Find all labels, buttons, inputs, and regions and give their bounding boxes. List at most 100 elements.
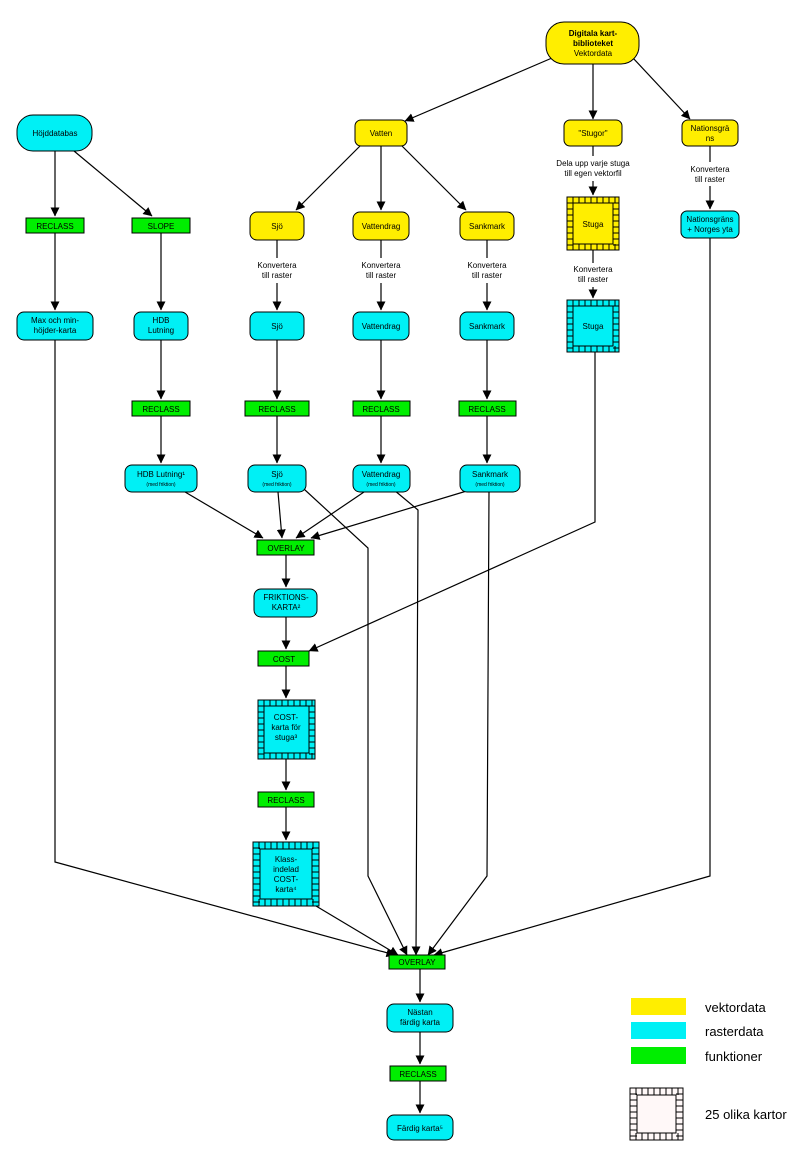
node-sjo-friktion: Sjö (med friktion) — [247, 464, 307, 493]
node-stuga-raster-tiles: Stuga — [566, 299, 620, 353]
node-vatten: Vatten — [354, 119, 408, 147]
edge-vatten-sjo — [295, 145, 361, 211]
node-label: RECLASS — [142, 405, 179, 414]
label-dela-l2: till egen vektorfil — [564, 169, 622, 178]
node-sankmark-friktion: Sankmark (med friktion) — [459, 464, 521, 493]
label-dela-l1: Dela upp varje stuga — [556, 159, 630, 168]
node-hdb-lutning-friktion: HDB Lutning¹ (med friktion) — [124, 464, 198, 493]
tile-frame-ticks — [630, 1088, 683, 1140]
label-konvertera-stuga: Konvertera till raster — [573, 265, 613, 284]
edge-labels: Dela upp varje stuga till egen vektorfil… — [257, 156, 730, 284]
node-slope: SLOPE — [131, 217, 191, 234]
node-label: Nationsgrä — [691, 124, 730, 133]
node-label: COST — [273, 655, 295, 664]
node-label: Vattendrag — [362, 470, 401, 479]
node-sankmark-vector: Sankmark — [459, 211, 515, 241]
node-label: OVERLAY — [267, 544, 305, 553]
node-overlay-1: OVERLAY — [256, 539, 315, 556]
label-konv-l1: Konvertera — [690, 165, 730, 174]
edge-stuga-cost — [308, 352, 596, 652]
node-label: färdig karta — [400, 1018, 441, 1027]
node-label: COST- — [274, 875, 299, 884]
node-reclass-vattendrag: RECLASS — [352, 400, 411, 417]
legend: vektordata rasterdata funktioner 25 olik… — [629, 998, 787, 1141]
node-friktionskarta: FRIKTIONS- KARTA² — [253, 588, 318, 618]
label-konv-l2: till raster — [262, 271, 293, 280]
node-label: Sankmark — [469, 222, 506, 231]
node-label: indelad — [273, 865, 299, 874]
node-label: Sankmark — [472, 470, 509, 479]
node-label: ns — [706, 134, 714, 143]
node-label: Höjddatabas — [33, 129, 78, 138]
node-label: Vattendrag — [362, 322, 401, 331]
edge-sjof-overlay2 — [291, 477, 408, 956]
edge-vattendragf-overlay2 — [393, 489, 421, 956]
node-label: SLOPE — [148, 222, 175, 231]
edge-hdb2-overlay — [179, 488, 264, 539]
node-costkarta-tiles: COST- karta för stuga³ — [257, 699, 316, 760]
node-label: HDB Lutning¹ — [137, 470, 185, 479]
node-label: RECLASS — [258, 405, 295, 414]
node-label: Max och min- — [31, 316, 79, 325]
node-label: (med friktion) — [262, 482, 292, 488]
node-label: Sankmark — [469, 322, 506, 331]
edge-sankmarkf-overlay — [310, 489, 471, 540]
node-label: Digitala kart- — [569, 29, 618, 38]
node-sjo-vector: Sjö — [249, 211, 305, 241]
tile-frame-ticks — [567, 300, 619, 352]
node-label: RECLASS — [36, 222, 73, 231]
node-stugor: "Stugor" — [563, 119, 623, 147]
node-label: Stuga — [583, 322, 604, 331]
edge-digitala-nationsgrans — [632, 57, 691, 120]
node-sankmark-raster: Sankmark — [459, 311, 515, 341]
node-cost: COST — [257, 650, 310, 667]
label-dela-upp: Dela upp varje stuga till egen vektorfil — [540, 156, 646, 181]
node-label: (med friktion) — [366, 482, 396, 488]
label-konv-l2: till raster — [695, 175, 726, 184]
label-konvertera-sankmark: Konvertera till raster — [467, 261, 507, 280]
node-label: RECLASS — [468, 405, 505, 414]
legend-item-function: funktioner — [631, 1047, 763, 1064]
legend-label-tiles: 25 olika kartor — [705, 1107, 787, 1122]
node-label: KARTA² — [272, 603, 301, 612]
label-konv-l2: till raster — [472, 271, 503, 280]
legend-item-vector: vektordata — [631, 998, 766, 1015]
node-label: Vattendrag — [362, 222, 401, 231]
node-nationsgrans: Nationsgrä ns — [681, 119, 739, 147]
legend-item-tiles: 25 olika kartor — [629, 1087, 787, 1141]
node-stuga-vector-tiles: Stuga — [566, 196, 620, 251]
node-label: biblioteket — [573, 39, 613, 48]
node-klassindelad-tiles: Klass- indelad COST- karta⁴ — [252, 841, 320, 907]
node-label: (med friktion) — [475, 482, 505, 488]
node-vattendrag-raster: Vattendrag — [352, 311, 410, 341]
node-label: Stuga — [583, 220, 604, 229]
node-label: stuga³ — [275, 733, 298, 742]
legend-item-raster: rasterdata — [631, 1022, 764, 1039]
nodes: Digitala kart- biblioteket Vektordata Hö… — [16, 21, 740, 1141]
node-label: Färdig karta⁵ — [397, 1124, 443, 1133]
node-nationsgrans-raster: Nationsgräns + Norges yta — [680, 210, 740, 239]
node-hojddatabas: Höjddatabas — [16, 114, 93, 152]
node-label: "Stugor" — [578, 129, 607, 138]
legend-tile-inner — [636, 1094, 677, 1134]
node-label: + Norges yta — [687, 225, 733, 234]
node-reclass-hdb: RECLASS — [131, 400, 191, 417]
edge-sjof-overlay — [276, 491, 286, 539]
legend-label-function: funktioner — [705, 1049, 763, 1064]
node-nastan-fardig-karta: Nästan färdig karta — [386, 1003, 454, 1033]
node-label: (med friktion) — [146, 482, 176, 488]
node-label: Vektordata — [574, 49, 613, 58]
legend-swatch-raster — [631, 1022, 686, 1039]
node-label: Sjö — [271, 322, 283, 331]
edge-klass-overlay2 — [315, 905, 399, 956]
node-reclass-sankmark: RECLASS — [458, 400, 517, 417]
node-label: COST- — [274, 713, 299, 722]
tile-frame-ticks — [253, 842, 319, 906]
legend-label-raster: rasterdata — [705, 1024, 764, 1039]
label-konv-l1: Konvertera — [467, 261, 507, 270]
label-konv-l2: till raster — [366, 271, 397, 280]
node-label: HDB — [153, 316, 170, 325]
node-vattendrag-vector: Vattendrag — [352, 211, 410, 241]
node-digitala-kartbiblioteket: Digitala kart- biblioteket Vektordata — [545, 21, 640, 65]
